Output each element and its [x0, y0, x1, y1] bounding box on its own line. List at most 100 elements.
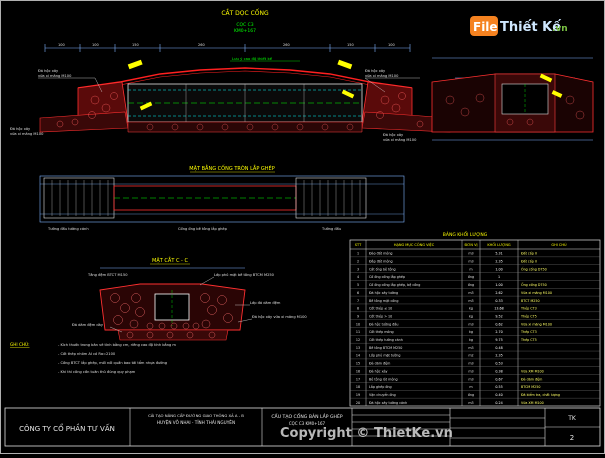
- table-cell: 2.62: [495, 291, 502, 295]
- table-cell: 2.35: [495, 354, 502, 358]
- table-cell: 13.68: [494, 307, 503, 311]
- watermark-footer: Copyright © ThietKe.vn: [280, 426, 453, 441]
- table-header: GHI CHÚ: [551, 242, 567, 247]
- notes: GHI CHÚ: - Kích thước trong bản vẽ tính …: [10, 342, 176, 374]
- table-cell: 9.52: [495, 314, 502, 318]
- table-cell: Đào đất móng: [369, 252, 393, 256]
- logo-badge: File: [473, 20, 498, 34]
- table-cell: m3: [468, 260, 473, 264]
- table-cell: Cốt thép > 10: [369, 314, 392, 318]
- table-cell: Ống cống D750: [521, 266, 547, 271]
- logo-name: Thiết Kế: [500, 20, 561, 35]
- annot-left-2: vữa xi măng M100: [38, 74, 72, 78]
- table-cell: 0.38: [495, 369, 502, 373]
- table-cell: 4: [357, 275, 359, 279]
- table-cell: Đất cấp II: [521, 260, 537, 264]
- table-cell: Cốt thép tường cánh: [369, 338, 403, 342]
- drawing-title: CẤU TẠO CỐNG BẢN LẮP GHÉP: [271, 412, 343, 420]
- annot-right-3: Đá hộc xây: [383, 133, 404, 137]
- table-cell: 0.40: [495, 393, 502, 397]
- table-cell: kg: [469, 330, 473, 334]
- table-cell: 1.00: [495, 267, 502, 271]
- table-cell: 0.48: [495, 346, 502, 350]
- quantity-table: BẢNG KHỐI LƯỢNG STT HẠNG MỤC CÔNG VIỆC Đ…: [349, 230, 601, 407]
- table-cell: Đá hộc xây tường cánh: [369, 401, 407, 405]
- table-cell: 1: [357, 252, 359, 256]
- table-cell: Đá hộc tường đầu: [369, 322, 398, 326]
- annot-left-4: vữa xi măng M100: [10, 132, 44, 136]
- table-cell: 2.35: [495, 260, 502, 264]
- table-cell: ống: [468, 275, 474, 279]
- table-cell: Ống cống D750: [521, 282, 547, 287]
- table-cell: ống: [468, 283, 474, 287]
- long-section-subtitle-1: CỌC C3: [236, 22, 253, 28]
- table-cell: m: [469, 385, 472, 389]
- table-cell: 2.70: [495, 330, 502, 334]
- svg-text:100: 100: [92, 43, 99, 47]
- end-elevation: [431, 57, 594, 141]
- table-cell: m3: [468, 322, 473, 326]
- long-section-subtitle-2: KM0+167: [234, 28, 256, 34]
- table-cell: 13: [356, 346, 360, 350]
- table-cell: 0.24: [495, 401, 502, 405]
- table-header: HẠNG MỤC CÔNG VIỆC: [394, 242, 435, 247]
- notes-heading: GHI CHÚ:: [10, 342, 30, 347]
- table-cell: Cố ống cống lắp ghép, bệ cống: [369, 282, 420, 287]
- project-line-2: HUYỆN VÕ NHAI - TỈNH THÁI NGUYÊN: [157, 420, 235, 425]
- table-cell: Đất cấp II: [521, 252, 537, 256]
- annot-left-1: Đá hộc xây: [38, 69, 59, 73]
- table-cell: Vữa xi măng M100: [521, 322, 552, 326]
- table-cell: 11: [356, 330, 360, 334]
- table-cell: Thép CT3: [520, 307, 537, 311]
- svg-text:100: 100: [388, 43, 395, 47]
- table-cell: Vữa xi măng M100: [521, 291, 552, 295]
- table-cell: Đá dăm đệm: [369, 362, 390, 366]
- table-cell: 14: [356, 354, 360, 358]
- table-cell: Vận chuyển ống: [369, 392, 396, 397]
- table-cell: Thép CT5: [520, 338, 537, 342]
- annot-right-4: vữa xi măng M100: [383, 138, 417, 142]
- table-cell: kg: [469, 314, 473, 318]
- cs-label-left-low: Đá dăm đệm dày 10cm: [72, 323, 115, 327]
- svg-text:260: 260: [283, 43, 290, 47]
- table-cell: 16: [356, 369, 360, 373]
- table-cell: Cốt thép móng: [369, 330, 394, 334]
- table-cell: Bê tông lót móng: [369, 377, 398, 381]
- table-cell: Đá hộc xây tường: [369, 291, 398, 295]
- table-cell: ống: [468, 393, 474, 397]
- cs-label-right-top: Lớp phủ mặt bê tông BTCM M250: [214, 273, 275, 277]
- table-cell: 12: [356, 338, 360, 342]
- plan-label-right: Tường đầu: [321, 227, 341, 231]
- table-cell: 5.31: [495, 252, 502, 256]
- table-cell: m3: [468, 346, 473, 350]
- table-cell: Vữa XM M100: [521, 401, 544, 405]
- table-cell: 18: [356, 385, 360, 389]
- notes-line: - Cống BTCT lắp ghép, mối nối quấn bao t…: [58, 360, 167, 365]
- table-cell: BTCT M250: [521, 299, 540, 303]
- notes-line: - Cốt thép nhóm AI có Ra=2100: [58, 352, 116, 356]
- cs-label-right-low: Đá hộc xây vữa xi măng M100: [252, 315, 307, 319]
- svg-text:150: 150: [132, 43, 139, 47]
- table-cell: 6: [357, 291, 359, 295]
- project-line-1: CẢI TẠO NÂNG CẤP ĐƯỜNG GIAO THÔNG XÃ A -…: [148, 413, 244, 418]
- table-header: ĐƠN VỊ: [464, 243, 477, 247]
- table-cell: Đã kiểm tra, chất lượng: [521, 392, 560, 397]
- table-cell: 0.33: [495, 299, 502, 303]
- plan-title: MẶT BẰNG CỐNG TRÒN LẮP GHÉP: [189, 164, 274, 172]
- table-cell: 9.75: [495, 338, 502, 342]
- annot-right-1: Đá hộc xây: [365, 69, 386, 73]
- table-cell: 8: [357, 307, 359, 311]
- table-cell: 10: [356, 322, 360, 326]
- drawing-sub: CỌC C3 KM0+167: [289, 421, 326, 426]
- cs-label-right-mid: Lớp đá dăm đệm: [250, 301, 281, 305]
- table-cell: 5: [357, 283, 359, 287]
- sheet-number: 2: [570, 434, 574, 442]
- table-cell: Cốt thép ≤ 10: [369, 307, 392, 311]
- table-cell: 20: [356, 401, 360, 405]
- table-cell: BTCM M250: [521, 385, 540, 389]
- table-cell: Đá hộc xây: [369, 369, 388, 373]
- plan-label-left: Tường đầu tường cánh: [47, 227, 89, 231]
